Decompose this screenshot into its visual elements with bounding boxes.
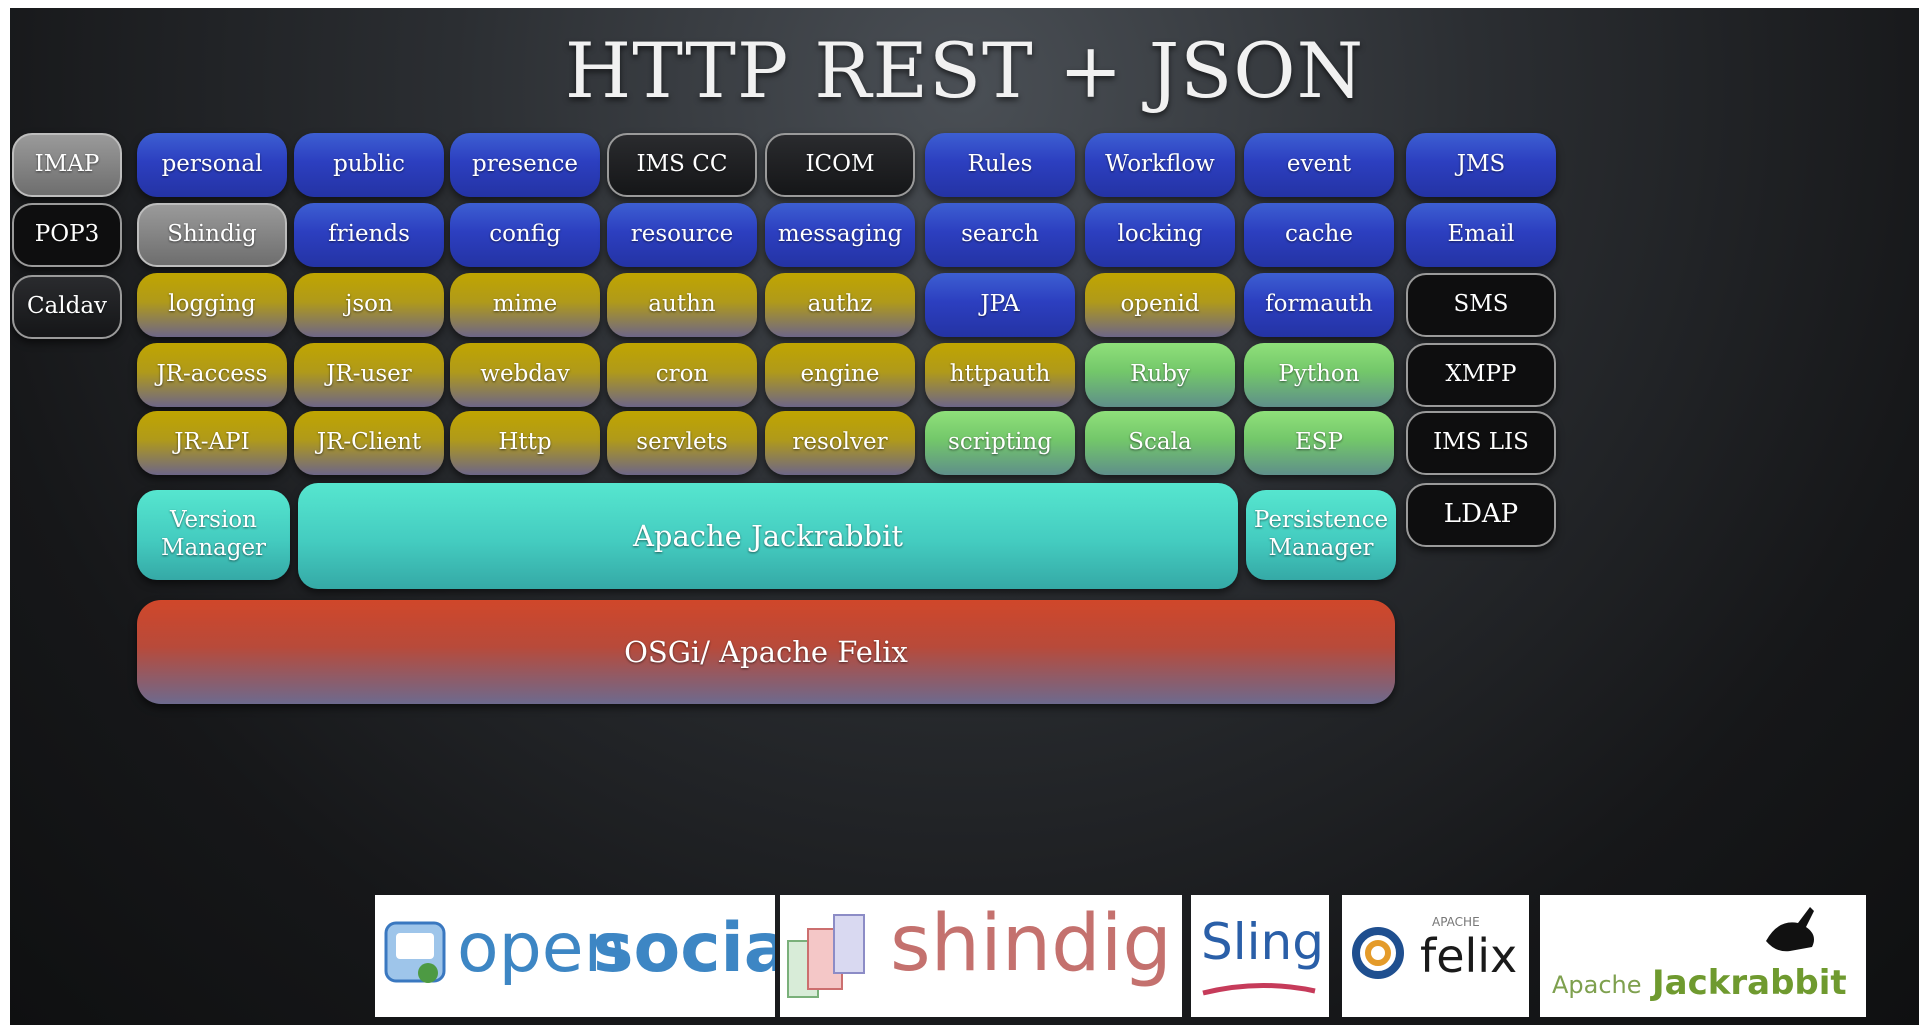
box-ims-lis: IMS LIS	[1406, 411, 1556, 475]
box-rules: Rules	[925, 133, 1075, 197]
box-friends: friends	[294, 203, 444, 267]
box-persistence-manager: Persistence Manager	[1246, 490, 1396, 580]
box-httpauth: httpauth	[925, 343, 1075, 407]
box-authn: authn	[607, 273, 757, 337]
box-openid: openid	[1085, 273, 1235, 337]
sling-text: Sling	[1201, 913, 1324, 971]
jackrabbit-text-a: Apache	[1552, 971, 1642, 999]
box-public: public	[294, 133, 444, 197]
page-title: HTTP REST + JSON	[564, 26, 1365, 115]
box-ims-cc: IMS CC	[607, 133, 757, 197]
box-cache: cache	[1244, 203, 1394, 267]
box-ldap: LDAP	[1406, 483, 1556, 547]
logo-shindig: shindig	[780, 895, 1182, 1017]
box-resolver: resolver	[765, 411, 915, 475]
box-cron: cron	[607, 343, 757, 407]
box-jr-api: JR-API	[137, 411, 287, 475]
box-pop3: POP3	[12, 203, 122, 267]
box-search: search	[925, 203, 1075, 267]
felix-icon	[1352, 927, 1404, 979]
jackrabbit-text-b: Jackrabbit	[1652, 963, 1847, 1003]
opensocial-icon	[384, 921, 446, 983]
box-scala: Scala	[1085, 411, 1235, 475]
box-sms: SMS	[1406, 273, 1556, 337]
box-version-manager: Version Manager	[137, 490, 290, 580]
sling-swoosh-icon	[1202, 982, 1316, 996]
box-resource: resource	[607, 203, 757, 267]
box-scripting: scripting	[925, 411, 1075, 475]
box-imap: IMAP	[12, 133, 122, 197]
box-shindig: Shindig	[137, 203, 287, 267]
box-event: event	[1244, 133, 1394, 197]
opensocial-text-a: open	[457, 909, 627, 988]
box-servlets: servlets	[607, 411, 757, 475]
box-esp: ESP	[1244, 411, 1394, 475]
box-jr-client: JR-Client	[294, 411, 444, 475]
slide-background: HTTP REST + JSON IMAP POP3 Caldav person…	[10, 8, 1919, 1025]
logo-jackrabbit: Apache Jackrabbit	[1540, 895, 1866, 1017]
opensocial-text-b: social	[593, 909, 775, 988]
box-apache-jackrabbit: Apache Jackrabbit	[298, 483, 1238, 589]
box-locking: locking	[1085, 203, 1235, 267]
box-caldav: Caldav	[12, 275, 122, 339]
box-messaging: messaging	[765, 203, 915, 267]
box-xmpp: XMPP	[1406, 343, 1556, 407]
shindig-text: shindig	[890, 899, 1172, 989]
box-config: config	[450, 203, 600, 267]
logo-felix: APACHE felix	[1342, 895, 1529, 1017]
felix-text: felix	[1420, 929, 1518, 983]
felix-apache-text: APACHE	[1432, 915, 1480, 929]
logo-sling: Sling	[1191, 895, 1329, 1017]
box-jms: JMS	[1406, 133, 1556, 197]
box-json: json	[294, 273, 444, 337]
box-jr-user: JR-user	[294, 343, 444, 407]
shindig-icon	[787, 914, 865, 998]
box-formauth: formauth	[1244, 273, 1394, 337]
box-logging: logging	[137, 273, 287, 337]
box-mime: mime	[450, 273, 600, 337]
box-jr-access: JR-access	[137, 343, 287, 407]
box-http: Http	[450, 411, 600, 475]
box-email: Email	[1406, 203, 1556, 267]
box-workflow: Workflow	[1085, 133, 1235, 197]
box-icom: ICOM	[765, 133, 915, 197]
logo-opensocial: open social	[375, 895, 775, 1017]
rabbit-icon	[1766, 907, 1814, 952]
box-engine: engine	[765, 343, 915, 407]
box-webdav: webdav	[450, 343, 600, 407]
box-presence: presence	[450, 133, 600, 197]
box-osgi-felix: OSGi/ Apache Felix	[137, 600, 1395, 704]
box-personal: personal	[137, 133, 287, 197]
box-ruby: Ruby	[1085, 343, 1235, 407]
box-jpa: JPA	[925, 273, 1075, 337]
box-python: Python	[1244, 343, 1394, 407]
box-authz: authz	[765, 273, 915, 337]
